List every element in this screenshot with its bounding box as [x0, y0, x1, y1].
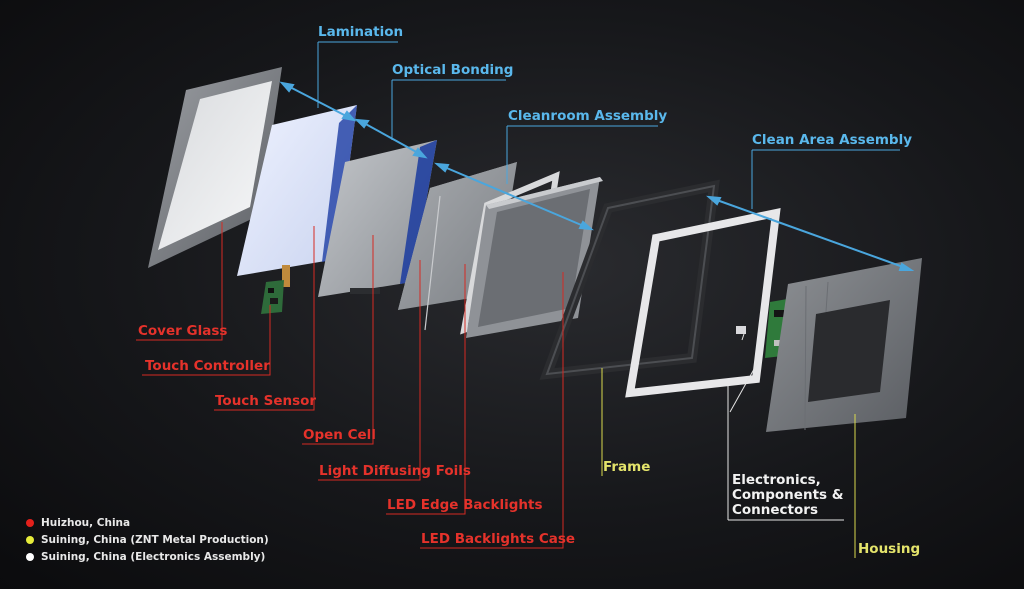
component-leader-lines-yellow — [601, 368, 856, 558]
legend-label-huizhou: Huizhou, China — [41, 516, 131, 529]
component-leader-lines-white — [727, 333, 844, 521]
component-leader-lines-red — [136, 222, 564, 549]
open-cell-panel — [318, 140, 437, 297]
label-led-edge-backlights: LED Edge Backlights — [387, 497, 543, 513]
cover-glass-panel — [148, 67, 282, 268]
legend-label-suining-metal: Suining, China (ZNT Metal Production) — [41, 533, 269, 546]
legend: Huizhou, China Suining, China (ZNT Metal… — [26, 514, 269, 565]
label-frame: Frame — [603, 459, 651, 475]
touch-sensor-panel — [237, 105, 357, 287]
label-cleanroom-assembly: Cleanroom Assembly — [508, 108, 668, 124]
legend-item-suining-electronics: Suining, China (Electronics Assembly) — [26, 548, 269, 565]
legend-item-huizhou: Huizhou, China — [26, 514, 269, 531]
label-open-cell: Open Cell — [303, 427, 376, 443]
process-leader-lines — [317, 41, 900, 209]
label-light-diffusing-foils: Light Diffusing Foils — [319, 463, 471, 479]
label-electronics-components-connectors: Electronics, Components & Connectors — [732, 472, 844, 518]
legend-label-suining-electronics: Suining, China (Electronics Assembly) — [41, 550, 266, 563]
label-housing: Housing — [858, 541, 921, 557]
label-touch-controller: Touch Controller — [145, 358, 270, 374]
legend-dot-white — [26, 552, 34, 561]
housing-part — [766, 258, 922, 432]
label-optical-bonding: Optical Bonding — [392, 62, 514, 78]
led-backlights-case — [466, 177, 603, 338]
legend-item-suining-metal: Suining, China (ZNT Metal Production) — [26, 531, 269, 548]
label-clean-area-assembly: Clean Area Assembly — [752, 132, 913, 148]
electronics-frame — [625, 207, 781, 398]
legend-dot-red — [26, 518, 34, 527]
legend-dot-yellow — [26, 535, 34, 544]
label-cover-glass: Cover Glass — [138, 323, 228, 339]
frame-part — [539, 179, 720, 380]
label-led-backlights-case: LED Backlights Case — [421, 531, 576, 547]
label-lamination: Lamination — [318, 24, 404, 40]
touch-controller-board — [261, 280, 284, 314]
label-touch-sensor: Touch Sensor — [215, 393, 317, 409]
